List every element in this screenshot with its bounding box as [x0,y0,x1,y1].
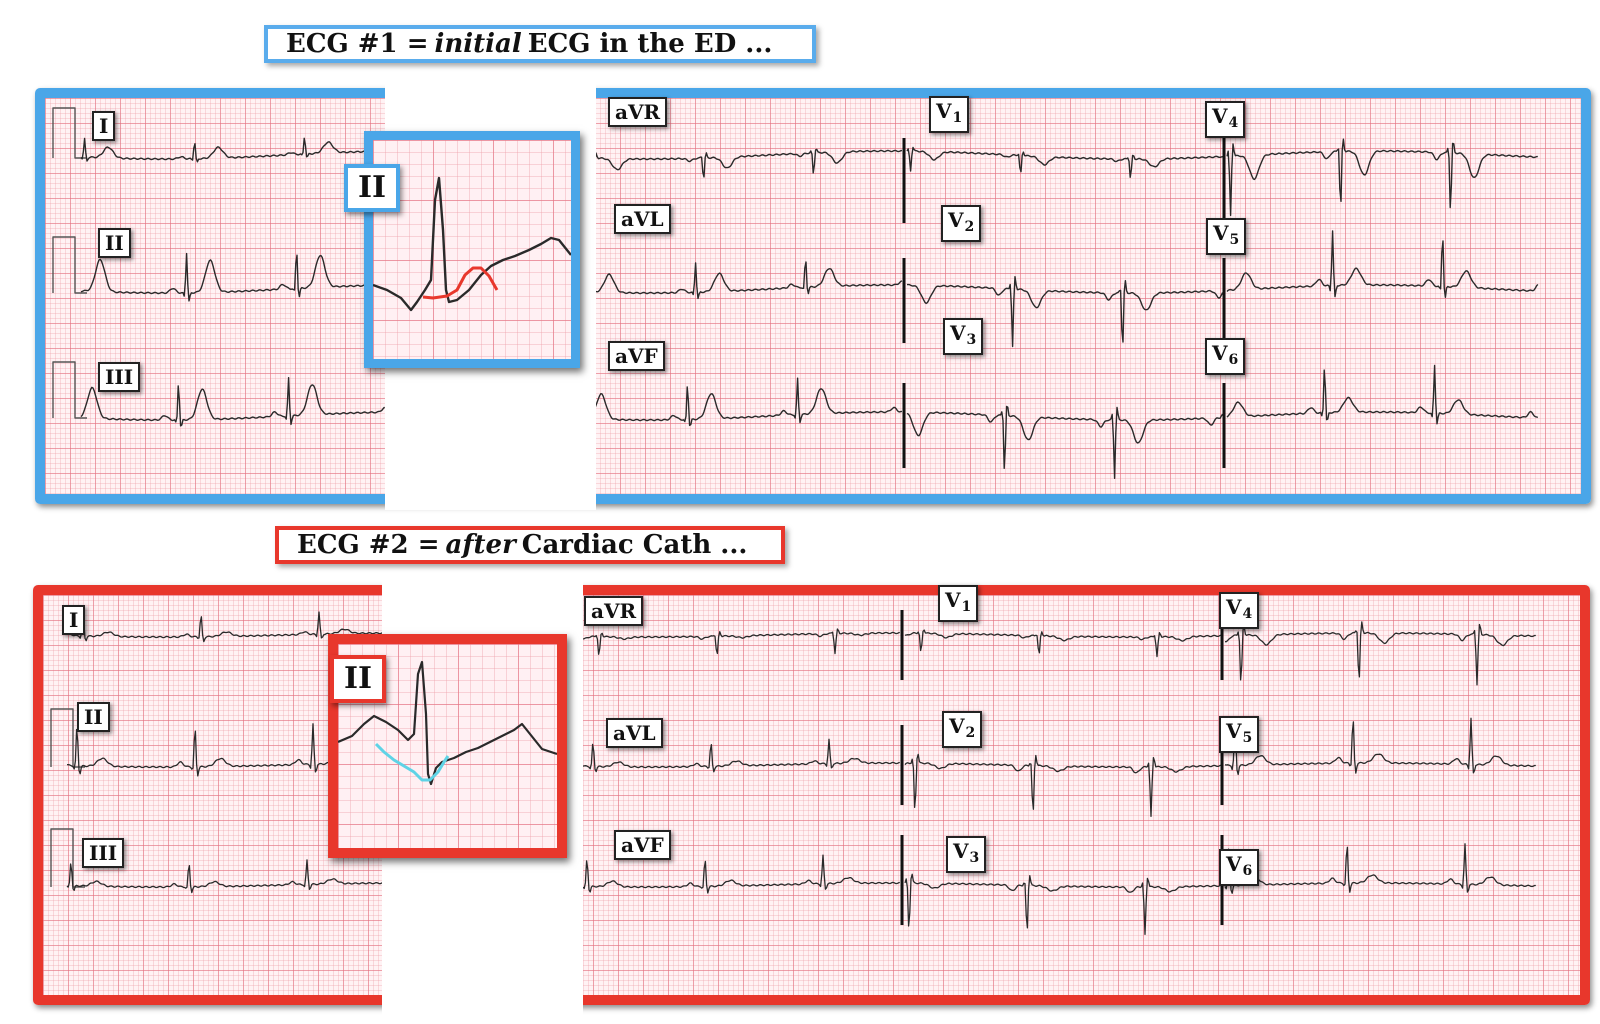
v-letter: V [1212,104,1228,128]
ecg-trace [80,137,385,163]
ecg2-frame [33,585,1590,1005]
lead-label-aVF-ecg1: aVF [608,341,665,371]
ecg-trace [66,859,383,894]
zoom-trace [373,176,571,312]
ecg2-inset-trace [338,660,557,786]
ecg-trace [589,148,903,181]
lead-label-aVF-ecg2: aVF [614,830,671,860]
lead-label-V1-ecg1: V1 [929,96,970,133]
ecg2-lead-II-zoom-inset [328,634,567,858]
ecg2-strip [43,595,1580,995]
v-number: 3 [969,850,980,866]
v-letter: V [948,208,964,232]
lead-label-V4-ecg1: V4 [1205,101,1246,138]
ecg1-title-emphasis: initial [434,29,522,59]
ecg2-title-prefix: ECG #2 = [297,530,440,560]
ecg2-title: ECG #2 = after Cardiac Cath ... [275,526,785,564]
v-letter: V [945,588,961,612]
ecg-trace [1225,621,1536,686]
ecg1-title-suffix: ECG in the ED ... [527,29,773,59]
ecg-trace [1224,843,1536,894]
ecg1-lead-II-zoom-inset [364,131,580,368]
lead-label-V2-ecg1: V2 [941,205,982,242]
calibration-pulse [50,708,85,768]
v-number: 4 [1242,606,1253,622]
lead-label-V3-ecg2: V3 [946,836,987,873]
ecg2-title-emphasis: after [445,530,516,560]
v-letter: V [1226,595,1242,619]
v-number: 4 [1228,115,1239,131]
ecg-trace [582,738,901,773]
ecg1-strip [45,98,1581,494]
ecg-trace [582,628,901,655]
ecg-trace [904,873,1221,936]
lead-label-V3-ecg1: V3 [943,318,984,355]
ecg1-frame [35,88,1591,504]
calibration-pulse [52,361,87,419]
ecg-trace [904,753,1221,817]
lead-label-III-ecg2: III [82,838,125,868]
v-letter: V [1226,852,1242,876]
ecg-trace [907,276,1224,348]
lead-label-aVR-ecg2: aVR [584,596,644,626]
ecg-trace [1226,138,1538,217]
ecg-trace [582,854,901,894]
lead-label-V6-ecg1: V6 [1205,338,1246,375]
ecg-trace [1226,230,1539,298]
lead-label-II-ecg2: II [77,702,110,732]
lead-label-I-ecg2: I [62,605,86,635]
ecg-trace [1226,364,1539,425]
v-number: 3 [966,332,977,348]
lead-label-aVR-ecg1: aVR [608,97,668,127]
ecg-trace [80,377,386,427]
v-letter: V [953,839,969,863]
ecg2-inset-label: II [330,655,387,703]
lead-label-V5-ecg1: V5 [1206,218,1247,255]
st-segment-highlight [422,266,499,300]
v-number: 5 [1242,730,1253,746]
v-number: 2 [964,219,975,235]
ecg-trace [906,146,1223,178]
v-number: 6 [1228,352,1239,368]
v-number: 2 [965,725,976,741]
ecg1-inset-label: II [344,164,401,212]
calibration-pulse [52,236,87,294]
v-number: 6 [1242,863,1253,879]
v-letter: V [936,99,952,123]
st-segment-highlight [374,742,450,782]
lead-label-III-ecg1: III [98,362,141,392]
ecg2-title-suffix: Cardiac Cath ... [521,530,748,560]
ecg1-title: ECG #1 = initial ECG in the ED ... [264,25,816,63]
v-letter: V [1212,341,1228,365]
calibration-pulse [52,107,87,159]
lead-label-aVL-ecg1: aVL [614,204,671,234]
ecg-trace [589,261,903,300]
ecg-trace [589,377,903,427]
calibration-pulse [50,828,85,888]
v-letter: V [1226,719,1242,743]
lead-label-V6-ecg2: V6 [1219,849,1260,886]
ecg1-traces [52,107,1539,479]
ecg-trace [1224,717,1536,776]
v-number: 1 [952,110,963,126]
v-number: 1 [961,599,972,615]
v-letter: V [949,714,965,738]
ecg2-traces [50,610,1536,936]
lead-label-I-ecg1: I [92,111,116,141]
lead-label-V1-ecg2: V1 [938,585,979,622]
ecg1-title-prefix: ECG #1 = [286,29,429,59]
lead-label-V4-ecg2: V4 [1219,592,1260,629]
ecg-trace [906,405,1224,479]
ecg-trace [904,629,1221,658]
zoom-trace [338,660,557,786]
ecg1-inset-trace [373,176,571,312]
v-number: 5 [1229,232,1240,248]
lead-label-aVL-ecg2: aVL [606,718,663,748]
v-letter: V [1213,221,1229,245]
ecg-trace [80,252,385,302]
lead-label-V2-ecg2: V2 [942,711,983,748]
v-letter: V [950,321,966,345]
lead-label-II-ecg1: II [98,228,131,258]
lead-label-V5-ecg2: V5 [1219,716,1260,753]
